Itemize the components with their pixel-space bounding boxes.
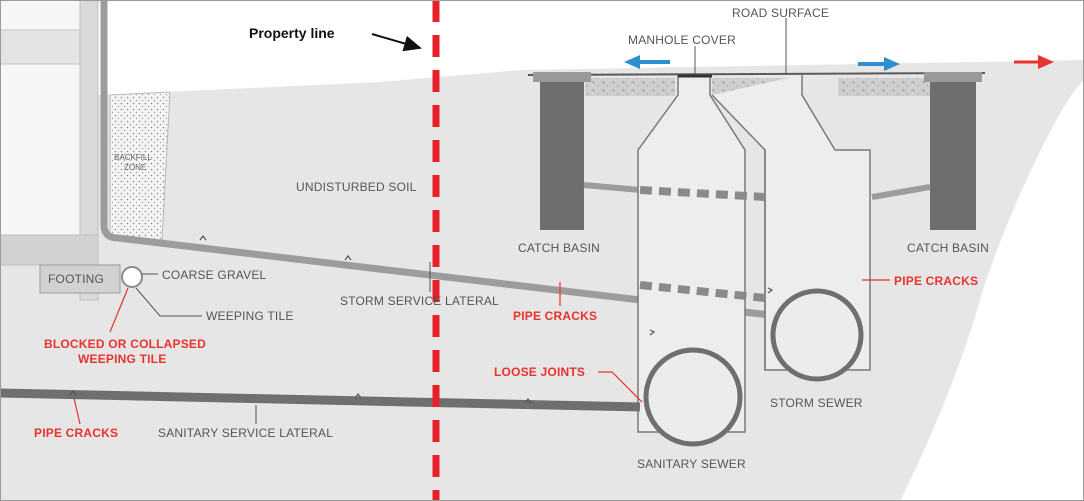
- catch-basin-dashed-pipe: [639, 186, 766, 201]
- weeping-tile: [121, 266, 143, 288]
- crack-mark: [767, 287, 774, 294]
- catch-basin-right: [930, 77, 976, 230]
- storm-service-lateral-label: STORM SERVICE LATERAL: [340, 294, 499, 308]
- crack-mark: [524, 398, 532, 404]
- blocked-weeping-tile-label-1: BLOCKED OR COLLAPSED: [44, 337, 206, 351]
- crack-mark: [354, 393, 362, 399]
- weeping-tile-label: WEEPING TILE: [206, 309, 294, 323]
- blocked-leader: [109, 287, 129, 333]
- basement-floor: [0, 234, 99, 266]
- backfill-zone-label-1: BACKFILL: [114, 153, 152, 162]
- undisturbed-soil-label: UNDISTURBED SOIL: [296, 180, 417, 194]
- road-surface-line: [527, 72, 986, 76]
- pipe-cracks-right-label: PIPE CRACKS: [894, 274, 978, 288]
- property-line-label: Property line: [249, 25, 335, 41]
- catch-basin-right-top: [924, 72, 982, 82]
- storm-sewer-label: STORM SEWER: [770, 396, 863, 410]
- sanitary-service-lateral-label: SANITARY SERVICE LATERAL: [158, 426, 333, 440]
- catch-basin-left-lead: [583, 182, 641, 193]
- road-gravel-left: [585, 78, 675, 96]
- arrow-left-blue: [624, 55, 670, 69]
- manhole-cover-label: MANHOLE COVER: [628, 33, 736, 47]
- catch-basin-left-top: [533, 72, 591, 82]
- road-gravel-right: [838, 78, 933, 96]
- loose-joints-leader: [598, 371, 643, 403]
- storm-lateral-dashed-pipe: [639, 281, 766, 302]
- property-line-arrow: [371, 33, 422, 52]
- pipe-cracks-sanitary-label: PIPE CRACKS: [34, 426, 118, 440]
- catch-basin-left: [540, 77, 584, 230]
- house-siding-top: [0, 29, 81, 65]
- weeping-tile-leader: [135, 287, 202, 317]
- arrow-right-red: [1014, 55, 1054, 69]
- coarse-gravel-label: COARSE GRAVEL: [162, 268, 267, 282]
- sanitary-service-lateral: [0, 388, 641, 412]
- crack-mark: [344, 255, 352, 261]
- arrow-right-blue: [858, 57, 900, 71]
- catch-basin-right-lead: [871, 184, 931, 200]
- foundation-wall: [79, 0, 99, 301]
- storm-service-lateral: [100, 0, 771, 319]
- crack-mark: [649, 329, 656, 336]
- catch-basin-right-label: CATCH BASIN: [907, 241, 989, 255]
- footing-label: FOOTING: [48, 272, 104, 286]
- pipe-cracks-storm-label: PIPE CRACKS: [513, 309, 597, 323]
- backfill-zone-label-2: ZONE: [124, 163, 146, 172]
- sanitary-sewer-label: SANITARY SEWER: [637, 457, 746, 471]
- loose-joints-label: LOOSE JOINTS: [494, 365, 585, 379]
- road-surface-label: ROAD SURFACE: [732, 6, 829, 20]
- blocked-weeping-tile-label-2: WEEPING TILE: [78, 352, 166, 366]
- sanitary-sewer-pipe: [643, 347, 743, 447]
- storm-sewer-pipe: [770, 288, 864, 382]
- footing-block: [39, 264, 121, 294]
- crack-mark: [199, 235, 207, 241]
- pipe-cracks-sanitary-leader: [73, 397, 81, 425]
- catch-basin-left-label: CATCH BASIN: [518, 241, 600, 255]
- crack-mark: [69, 390, 77, 396]
